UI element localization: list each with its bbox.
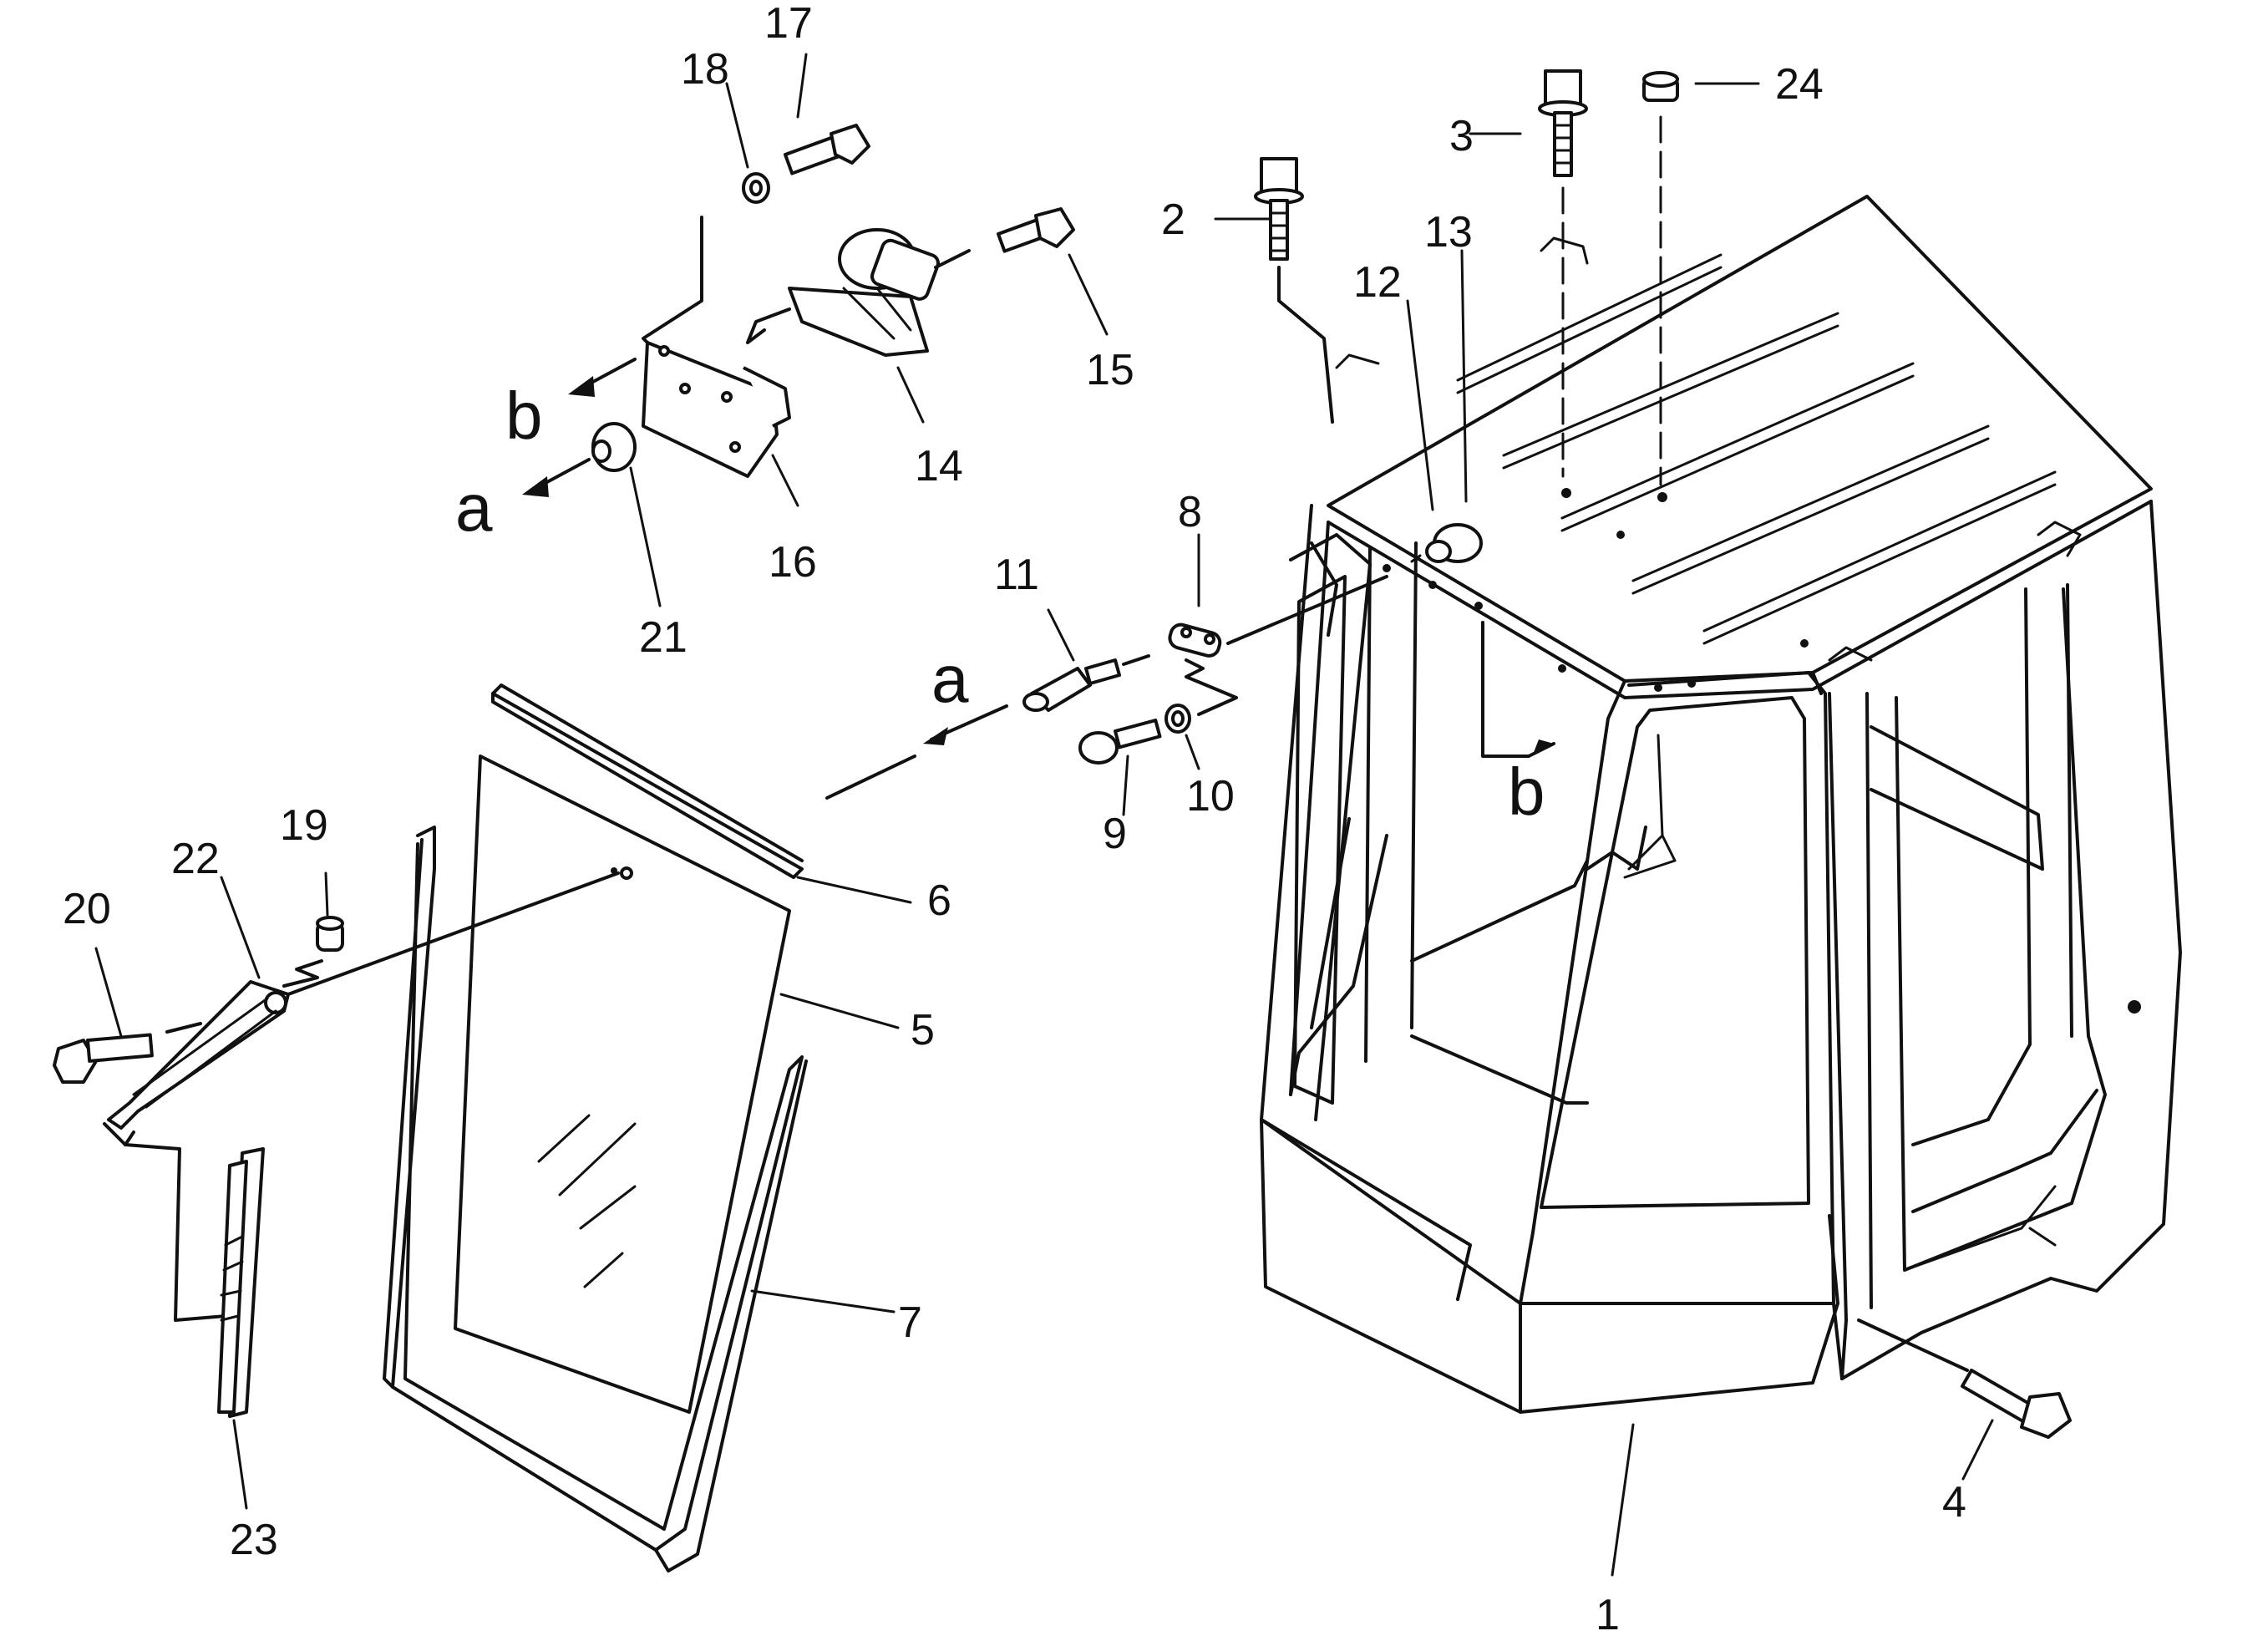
- label-part-7: 7: [898, 1298, 922, 1347]
- part-2-bolt: [1254, 157, 1334, 424]
- label-part-17: 17: [764, 0, 813, 48]
- part-5-window-glass: [454, 755, 791, 1414]
- marker-a-right: a: [931, 642, 969, 716]
- part-20-bolt: [53, 1022, 202, 1084]
- part-14-motor: [746, 228, 971, 357]
- marker-a-left-path: [522, 458, 591, 497]
- connection-marker-labels: a b a b: [455, 379, 1545, 829]
- label-part-5: 5: [911, 1006, 935, 1054]
- label-part-13: 13: [1424, 208, 1473, 257]
- part-23-wiper-blade: [217, 1147, 265, 1418]
- part-24-cap: [1642, 71, 1679, 486]
- cab-skirt: [1260, 1118, 1844, 1414]
- part-22-wiper-arm: [103, 871, 620, 1322]
- part-15-bolt: [997, 207, 1075, 253]
- label-part-9: 9: [1103, 810, 1127, 858]
- label-part-2: 2: [1161, 196, 1185, 244]
- label-part-23: 23: [230, 1516, 278, 1564]
- part-17-bolt: [783, 124, 870, 175]
- cab-roof: [1327, 195, 2153, 683]
- part-18-washer: [742, 172, 770, 204]
- label-part-4: 4: [1942, 1478, 1966, 1527]
- label-part-3: 3: [1449, 112, 1474, 160]
- label-part-8: 8: [1178, 488, 1202, 536]
- label-part-22: 22: [171, 835, 220, 883]
- label-part-18: 18: [681, 45, 729, 94]
- cab-assembly: [1260, 195, 2182, 1414]
- frame-rivets: [1383, 488, 2141, 1014]
- label-part-6: 6: [927, 876, 951, 925]
- marker-a-left: a: [455, 470, 493, 545]
- part-16-bracket: [642, 216, 791, 478]
- label-part-20: 20: [63, 885, 111, 933]
- part-7-window-frame: [383, 826, 808, 1573]
- marker-a-right-path: [825, 704, 1008, 800]
- roof-ribs: [1456, 253, 2057, 645]
- label-part-14: 14: [915, 442, 963, 490]
- cab-rear-frame: [1364, 541, 1589, 1105]
- part-11-shaft: [1022, 654, 1150, 712]
- label-part-11: 11: [994, 551, 1039, 599]
- cab-door-opening: [1519, 671, 1835, 1305]
- label-part-15: 15: [1086, 346, 1134, 394]
- marker-b-right: b: [1508, 755, 1545, 829]
- part-4-bolt: [1857, 1319, 2072, 1439]
- label-part-21: 21: [639, 613, 688, 662]
- label-part-19: 19: [280, 801, 328, 850]
- part-number-labels: 1 2 3 4 5 6 7 8 9 10 11 12 13 14 15 16 1…: [63, 0, 1966, 1631]
- marker-b-left: b: [505, 379, 543, 453]
- label-part-16: 16: [769, 538, 817, 587]
- label-part-1: 1: [1596, 1591, 1620, 1631]
- label-part-12: 12: [1353, 258, 1402, 307]
- part-3-bolt: [1538, 69, 1588, 478]
- leader-lines: [94, 53, 1994, 1577]
- part-9-screw: [1078, 719, 1162, 765]
- marker-b-right-path: [1481, 621, 1555, 758]
- part-8-plate: [1168, 575, 1388, 716]
- cab-right-side: [1811, 500, 2182, 1380]
- marker-b-left-path: [568, 358, 637, 397]
- part-10-washer: [1164, 704, 1191, 734]
- part-21-bushing: [591, 422, 637, 472]
- part-19-nut: [282, 916, 344, 988]
- part-13-switch: [1410, 523, 1483, 563]
- part-6-seal-strip: [491, 683, 804, 879]
- label-part-10: 10: [1186, 772, 1235, 821]
- label-part-24: 24: [1775, 60, 1824, 109]
